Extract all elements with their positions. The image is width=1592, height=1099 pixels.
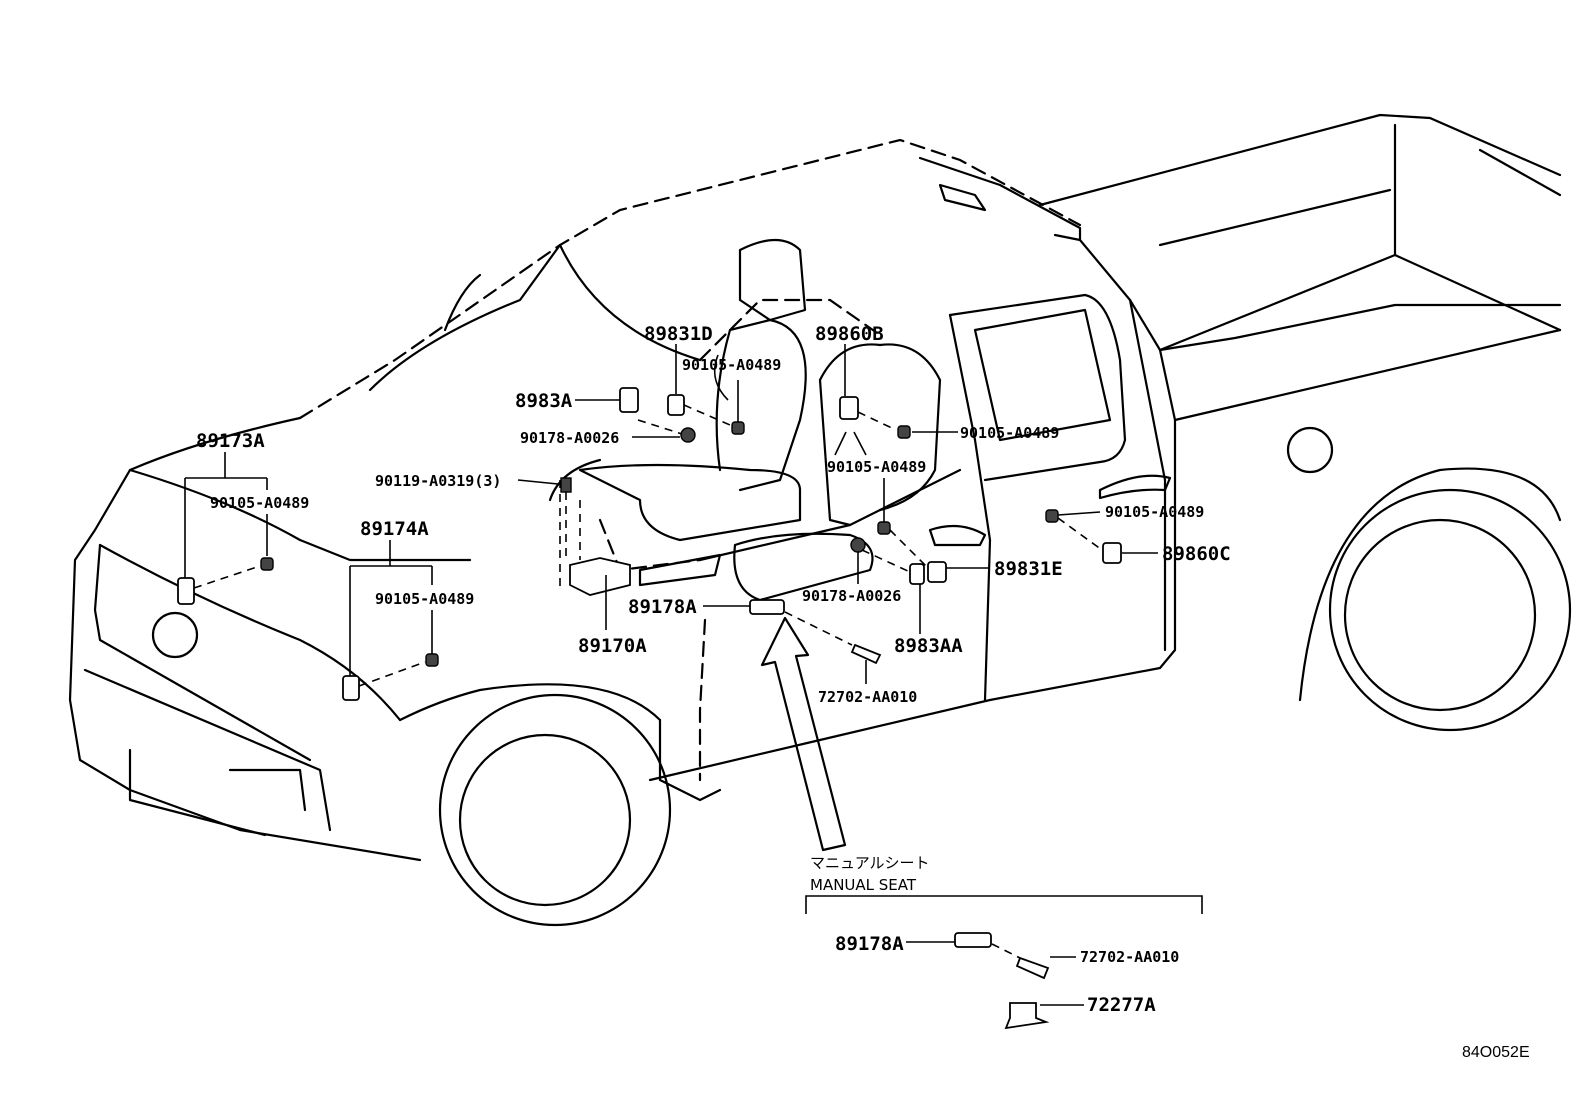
sensor-89860B-icon <box>839 396 859 420</box>
sensor-89174A-icon <box>342 675 360 701</box>
label-89860C: 89860C <box>1162 543 1231 565</box>
bracket-72277A-icon <box>1004 1002 1050 1030</box>
label-90105-front: 90105-A0489 <box>210 494 309 512</box>
sensor-8983AA-icon <box>909 563 925 585</box>
label-90105-pillar2: 90105-A0489 <box>827 458 926 476</box>
sensor-89831E-icon <box>927 561 947 583</box>
label-90105-pillar: 90105-A0489 <box>960 424 1059 442</box>
airbag-ecu-89170A-icon <box>569 557 631 596</box>
bolt-icon <box>1045 509 1059 523</box>
label-89170A: 89170A <box>578 635 647 657</box>
inset-label-72702: 72702-AA010 <box>1080 948 1179 966</box>
label-89860B: 89860B <box>815 323 884 345</box>
label-89178A: 89178A <box>628 596 697 618</box>
pickup-truck-outline <box>68 113 1572 927</box>
manual-seat-inset: マニュアルシート MANUAL SEAT 89178A 72702-AA010 … <box>805 854 1203 1030</box>
label-89831E: 89831E <box>994 558 1063 580</box>
label-90178-upper: 90178-A0026 <box>520 429 619 447</box>
label-90105-rear: 90105-A0489 <box>1105 503 1204 521</box>
sensor-89860C-icon <box>1102 542 1122 564</box>
label-8983A: 8983A <box>515 390 573 412</box>
inset-bracket <box>805 895 1203 914</box>
figure-code: 84O052E <box>1462 1044 1530 1061</box>
leader-lines <box>184 344 1158 684</box>
bolt-icon <box>897 425 911 439</box>
sensor-89173A-icon <box>177 577 195 605</box>
label-8983AA: 8983AA <box>894 635 963 657</box>
seat-position-sensor-inset-icon <box>954 932 992 948</box>
nut-icon <box>680 427 696 443</box>
manual-seat-title-jp: マニュアルシート <box>810 854 930 872</box>
bolt-icon <box>260 557 274 571</box>
label-89831D: 89831D <box>644 323 713 345</box>
bolt-icon <box>560 477 572 493</box>
screw-inset-icon <box>1015 956 1050 980</box>
part-labels: 89173A 90105-A0489 89174A 90105-A0489 89… <box>196 323 1231 706</box>
label-89173A: 89173A <box>196 430 265 452</box>
screw-72702-icon <box>850 643 882 665</box>
bolt-icon <box>877 521 891 535</box>
label-90105-seat: 90105-A0489 <box>682 356 781 374</box>
inset-label-89178A: 89178A <box>835 933 904 955</box>
sensor-8983A-icon <box>619 387 639 413</box>
inset-label-72277A: 72277A <box>1087 994 1156 1016</box>
pointer-arrow <box>760 616 847 852</box>
label-90178-lower: 90178-A0026 <box>802 587 901 605</box>
label-90119: 90119-A0319(3) <box>375 472 501 490</box>
manual-seat-title-en: MANUAL SEAT <box>810 876 917 894</box>
sensor-89831D-icon <box>667 394 685 416</box>
sensor-parts <box>177 387 1122 852</box>
label-72702: 72702-AA010 <box>818 688 917 706</box>
label-89174A: 89174A <box>360 518 429 540</box>
bolt-icon <box>425 653 439 667</box>
seat-position-sensor-89178A-icon <box>749 599 785 615</box>
bolt-icon <box>731 421 745 435</box>
label-90105-left: 90105-A0489 <box>375 590 474 608</box>
